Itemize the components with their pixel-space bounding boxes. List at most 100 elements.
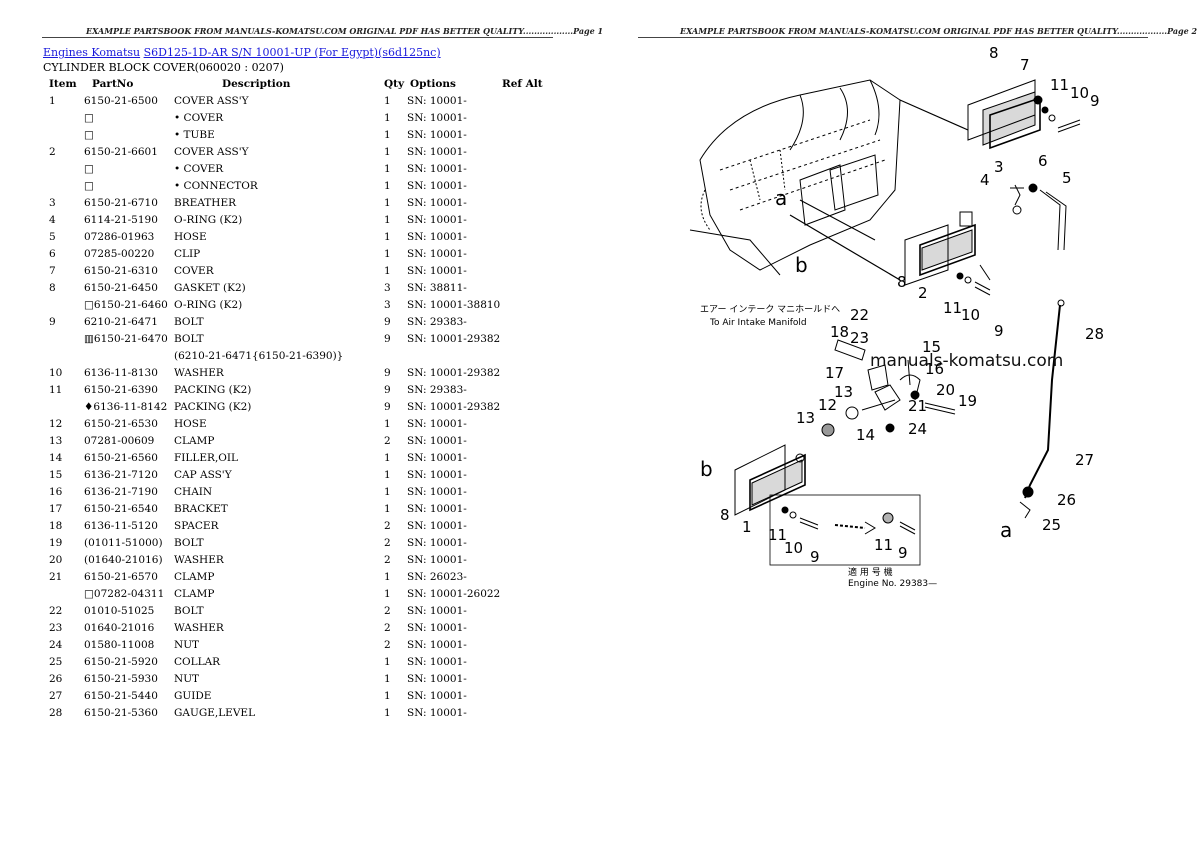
cell-options: SN: 26023- bbox=[407, 570, 467, 583]
engine-number-note: Engine No. 29383— bbox=[848, 579, 937, 589]
cell-refalt bbox=[502, 636, 552, 653]
exploded-parts-diagram: manuals-komatsu.com エアー インテーク マニホールドへ To… bbox=[689, 44, 1104, 589]
cell-item: 20 bbox=[49, 553, 63, 566]
cell-refalt bbox=[502, 330, 552, 347]
cell-qty: 1 bbox=[384, 689, 391, 702]
cell-partno: □ bbox=[84, 179, 94, 192]
cell-description: (6210-21-6471{6150-21-6390)} bbox=[174, 349, 344, 362]
parts-table: Item PartNo Description Qty Options Ref … bbox=[43, 76, 552, 721]
cell-refalt bbox=[502, 687, 552, 704]
cell-qty: 1 bbox=[384, 162, 391, 175]
cell-item: 9 bbox=[49, 315, 56, 328]
cell-item: 24 bbox=[49, 638, 63, 651]
cell-options: SN: 10001- bbox=[407, 689, 467, 702]
cell-options: SN: 29383- bbox=[407, 315, 467, 328]
cell-qty: 9 bbox=[384, 400, 391, 413]
callout-label: 9 bbox=[810, 548, 820, 566]
cell-item: 19 bbox=[49, 536, 63, 549]
cell-partno: 6136-11-8130 bbox=[84, 366, 158, 379]
cell-qty: 2 bbox=[384, 519, 391, 532]
callout-label: b bbox=[795, 253, 808, 277]
cell-qty: 1 bbox=[384, 485, 391, 498]
cell-item: 7 bbox=[49, 264, 56, 277]
cell-partno: 6136-21-7120 bbox=[84, 468, 158, 481]
cell-options: SN: 10001-29382 bbox=[407, 400, 501, 413]
cell-partno: 6150-21-6310 bbox=[84, 264, 158, 277]
cell-description: BREATHER bbox=[174, 196, 237, 209]
cell-partno: 6150-21-6560 bbox=[84, 451, 158, 464]
cell-description: GAUGE,LEVEL bbox=[174, 706, 256, 719]
cell-partno: 6150-21-5930 bbox=[84, 672, 158, 685]
callout-label: b bbox=[700, 457, 713, 481]
cell-partno: 6150-21-6450 bbox=[84, 281, 158, 294]
cell-qty: 9 bbox=[384, 332, 391, 345]
cell-options bbox=[407, 347, 502, 364]
cell-refalt bbox=[502, 211, 552, 228]
cell-refalt bbox=[502, 619, 552, 636]
cell-item: 11 bbox=[49, 383, 63, 396]
cell-qty: 1 bbox=[384, 451, 391, 464]
cell-qty: 1 bbox=[384, 247, 391, 260]
cell-partno bbox=[84, 347, 174, 364]
cell-item: 28 bbox=[49, 706, 63, 719]
cell-description: SPACER bbox=[174, 519, 219, 532]
cell-description: NUT bbox=[174, 638, 200, 651]
cell-qty: 1 bbox=[384, 417, 391, 430]
cell-partno: 07285-00220 bbox=[84, 247, 155, 260]
cell-item: 17 bbox=[49, 502, 63, 515]
cell-item: 14 bbox=[49, 451, 63, 464]
cell-item bbox=[43, 330, 84, 347]
cell-options: SN: 10001- bbox=[407, 604, 467, 617]
cell-description: • COVER bbox=[174, 162, 224, 175]
col-header-description: Description bbox=[222, 78, 291, 90]
cell-partno: 6150-21-6500 bbox=[84, 94, 158, 107]
cell-options: SN: 38811- bbox=[407, 281, 467, 294]
cell-description: HOSE bbox=[174, 417, 207, 430]
callout-label: 11 bbox=[874, 536, 893, 554]
cell-description: COVER bbox=[174, 264, 214, 277]
cell-item: 5 bbox=[49, 230, 56, 243]
callout-label: 12 bbox=[818, 396, 837, 414]
cell-refalt bbox=[502, 109, 552, 126]
cell-item: 12 bbox=[49, 417, 63, 430]
cell-description: BOLT bbox=[174, 536, 204, 549]
breadcrumb-link-model[interactable]: S6D125-1D-AR S/N 10001-UP (For Egypt)(s6… bbox=[143, 46, 441, 59]
callout-label: 4 bbox=[980, 171, 990, 189]
cell-qty: 2 bbox=[384, 553, 391, 566]
cell-qty: 1 bbox=[384, 179, 391, 192]
cell-item: 22 bbox=[49, 604, 63, 617]
cell-refalt bbox=[502, 517, 552, 534]
cell-qty: 1 bbox=[384, 570, 391, 583]
callout-label: 16 bbox=[925, 360, 944, 378]
callout-label: 18 bbox=[830, 323, 849, 341]
cell-options: SN: 10001- bbox=[407, 145, 467, 158]
callout-label: 10 bbox=[961, 306, 980, 324]
cell-options: SN: 10001- bbox=[407, 213, 467, 226]
breadcrumb-link-engines[interactable]: Engines Komatsu bbox=[43, 46, 141, 59]
cell-item bbox=[43, 296, 84, 313]
table-row: (6210-21-6471{6150-21-6390)} bbox=[43, 347, 552, 364]
cell-options: SN: 10001- bbox=[407, 264, 467, 277]
cell-options: SN: 29383- bbox=[407, 383, 467, 396]
cell-item bbox=[43, 585, 84, 602]
cell-options: SN: 10001-38810 bbox=[407, 298, 501, 311]
cell-options: SN: 10001-26022 bbox=[407, 587, 501, 600]
watermark-text: manuals-komatsu.com bbox=[870, 351, 1063, 371]
cell-options: SN: 10001- bbox=[407, 706, 467, 719]
cell-refalt bbox=[502, 534, 552, 551]
cell-qty: 1 bbox=[384, 213, 391, 226]
callout-label: 17 bbox=[825, 364, 844, 382]
cell-options: SN: 10001-29382 bbox=[407, 366, 501, 379]
cell-options: SN: 10001- bbox=[407, 638, 467, 651]
callout-label: 27 bbox=[1075, 451, 1094, 469]
